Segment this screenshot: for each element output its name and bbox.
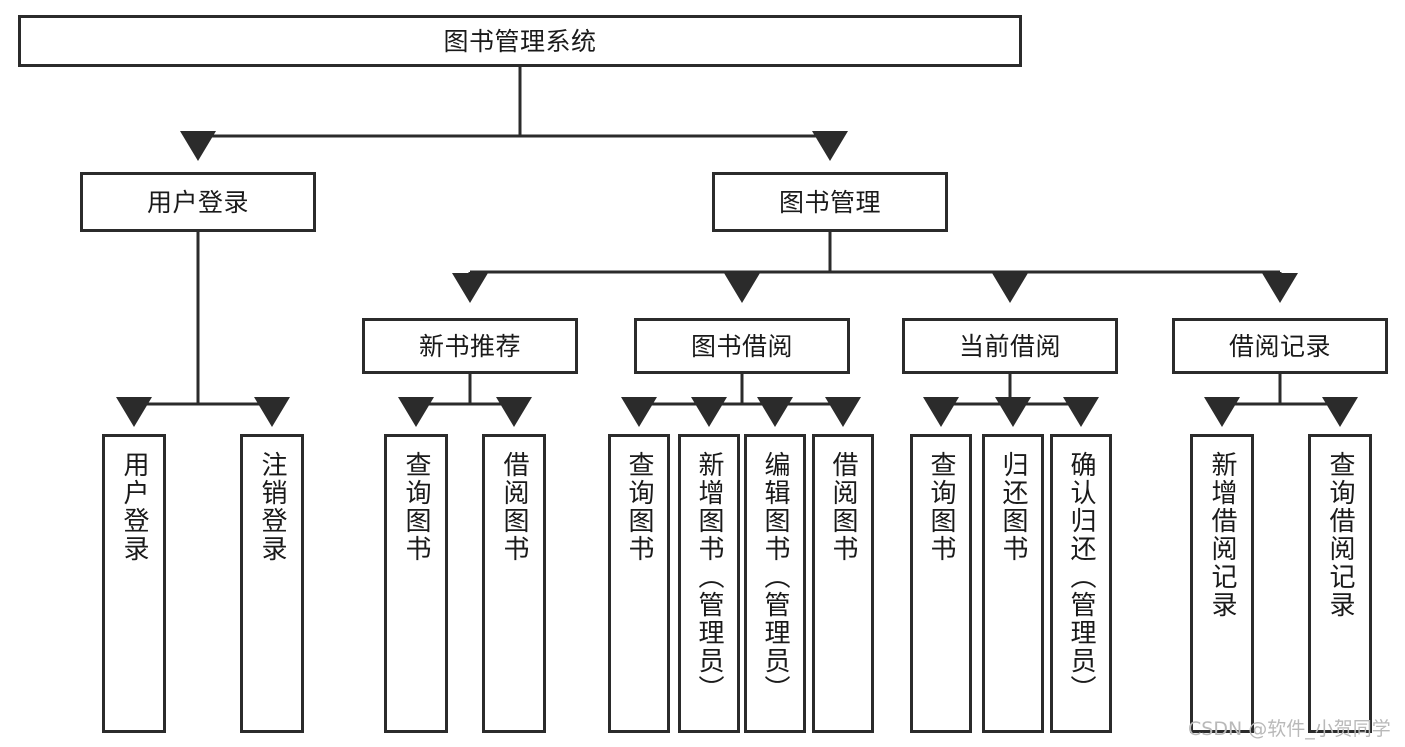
node-new-book-rec-label: 新书推荐 xyxy=(418,331,521,361)
leaf-query-book-cur[interactable]: 查询图书 xyxy=(910,434,972,733)
leaf-logout[interactable]: 注销登录 xyxy=(240,434,304,733)
node-current-borrow-label: 当前借阅 xyxy=(958,331,1061,361)
node-book-manage[interactable]: 图书管理 xyxy=(712,172,948,232)
leaf-return-book-label: 归还图书 xyxy=(998,451,1028,563)
leaf-query-book-label: 查询图书 xyxy=(624,451,654,563)
leaf-add-book-label: 新增图书（管理员） xyxy=(694,451,724,703)
leaf-user-login[interactable]: 用户登录 xyxy=(102,434,166,733)
leaf-query-book-rec[interactable]: 查询图书 xyxy=(384,434,448,733)
leaf-query-book-rec-label: 查询图书 xyxy=(401,451,431,563)
leaf-logout-label: 注销登录 xyxy=(257,451,287,563)
node-current-borrow[interactable]: 当前借阅 xyxy=(902,318,1118,374)
leaf-query-book-cur-label: 查询图书 xyxy=(926,451,956,563)
leaf-add-record[interactable]: 新增借阅记录 xyxy=(1190,434,1254,733)
node-book-borrow[interactable]: 图书借阅 xyxy=(634,318,850,374)
node-root-label: 图书管理系统 xyxy=(443,26,597,56)
node-borrow-record-label: 借阅记录 xyxy=(1228,331,1331,361)
leaf-confirm-return[interactable]: 确认归还（管理员） xyxy=(1050,434,1112,733)
leaf-borrow-book-label: 借阅图书 xyxy=(828,451,858,563)
leaf-edit-book-label: 编辑图书（管理员） xyxy=(760,451,790,703)
node-user-login-label: 用户登录 xyxy=(146,187,249,217)
node-new-book-rec[interactable]: 新书推荐 xyxy=(362,318,578,374)
leaf-confirm-return-label: 确认归还（管理员） xyxy=(1066,451,1096,703)
node-user-login[interactable]: 用户登录 xyxy=(80,172,316,232)
leaf-add-record-label: 新增借阅记录 xyxy=(1207,451,1237,619)
leaf-return-book[interactable]: 归还图书 xyxy=(982,434,1044,733)
leaf-query-record[interactable]: 查询借阅记录 xyxy=(1308,434,1372,733)
leaf-borrow-book-rec-label: 借阅图书 xyxy=(499,451,529,563)
leaf-borrow-book-rec[interactable]: 借阅图书 xyxy=(482,434,546,733)
leaf-query-record-label: 查询借阅记录 xyxy=(1325,451,1355,619)
leaf-borrow-book[interactable]: 借阅图书 xyxy=(812,434,874,733)
csdn-watermark: CSDN @软件_小贺同学 xyxy=(1188,718,1391,740)
node-root[interactable]: 图书管理系统 xyxy=(18,15,1022,67)
node-book-manage-label: 图书管理 xyxy=(778,187,881,217)
node-borrow-record[interactable]: 借阅记录 xyxy=(1172,318,1388,374)
leaf-query-book[interactable]: 查询图书 xyxy=(608,434,670,733)
leaf-user-login-label: 用户登录 xyxy=(119,451,149,563)
leaf-add-book[interactable]: 新增图书（管理员） xyxy=(678,434,740,733)
node-book-borrow-label: 图书借阅 xyxy=(690,331,793,361)
leaf-edit-book[interactable]: 编辑图书（管理员） xyxy=(744,434,806,733)
